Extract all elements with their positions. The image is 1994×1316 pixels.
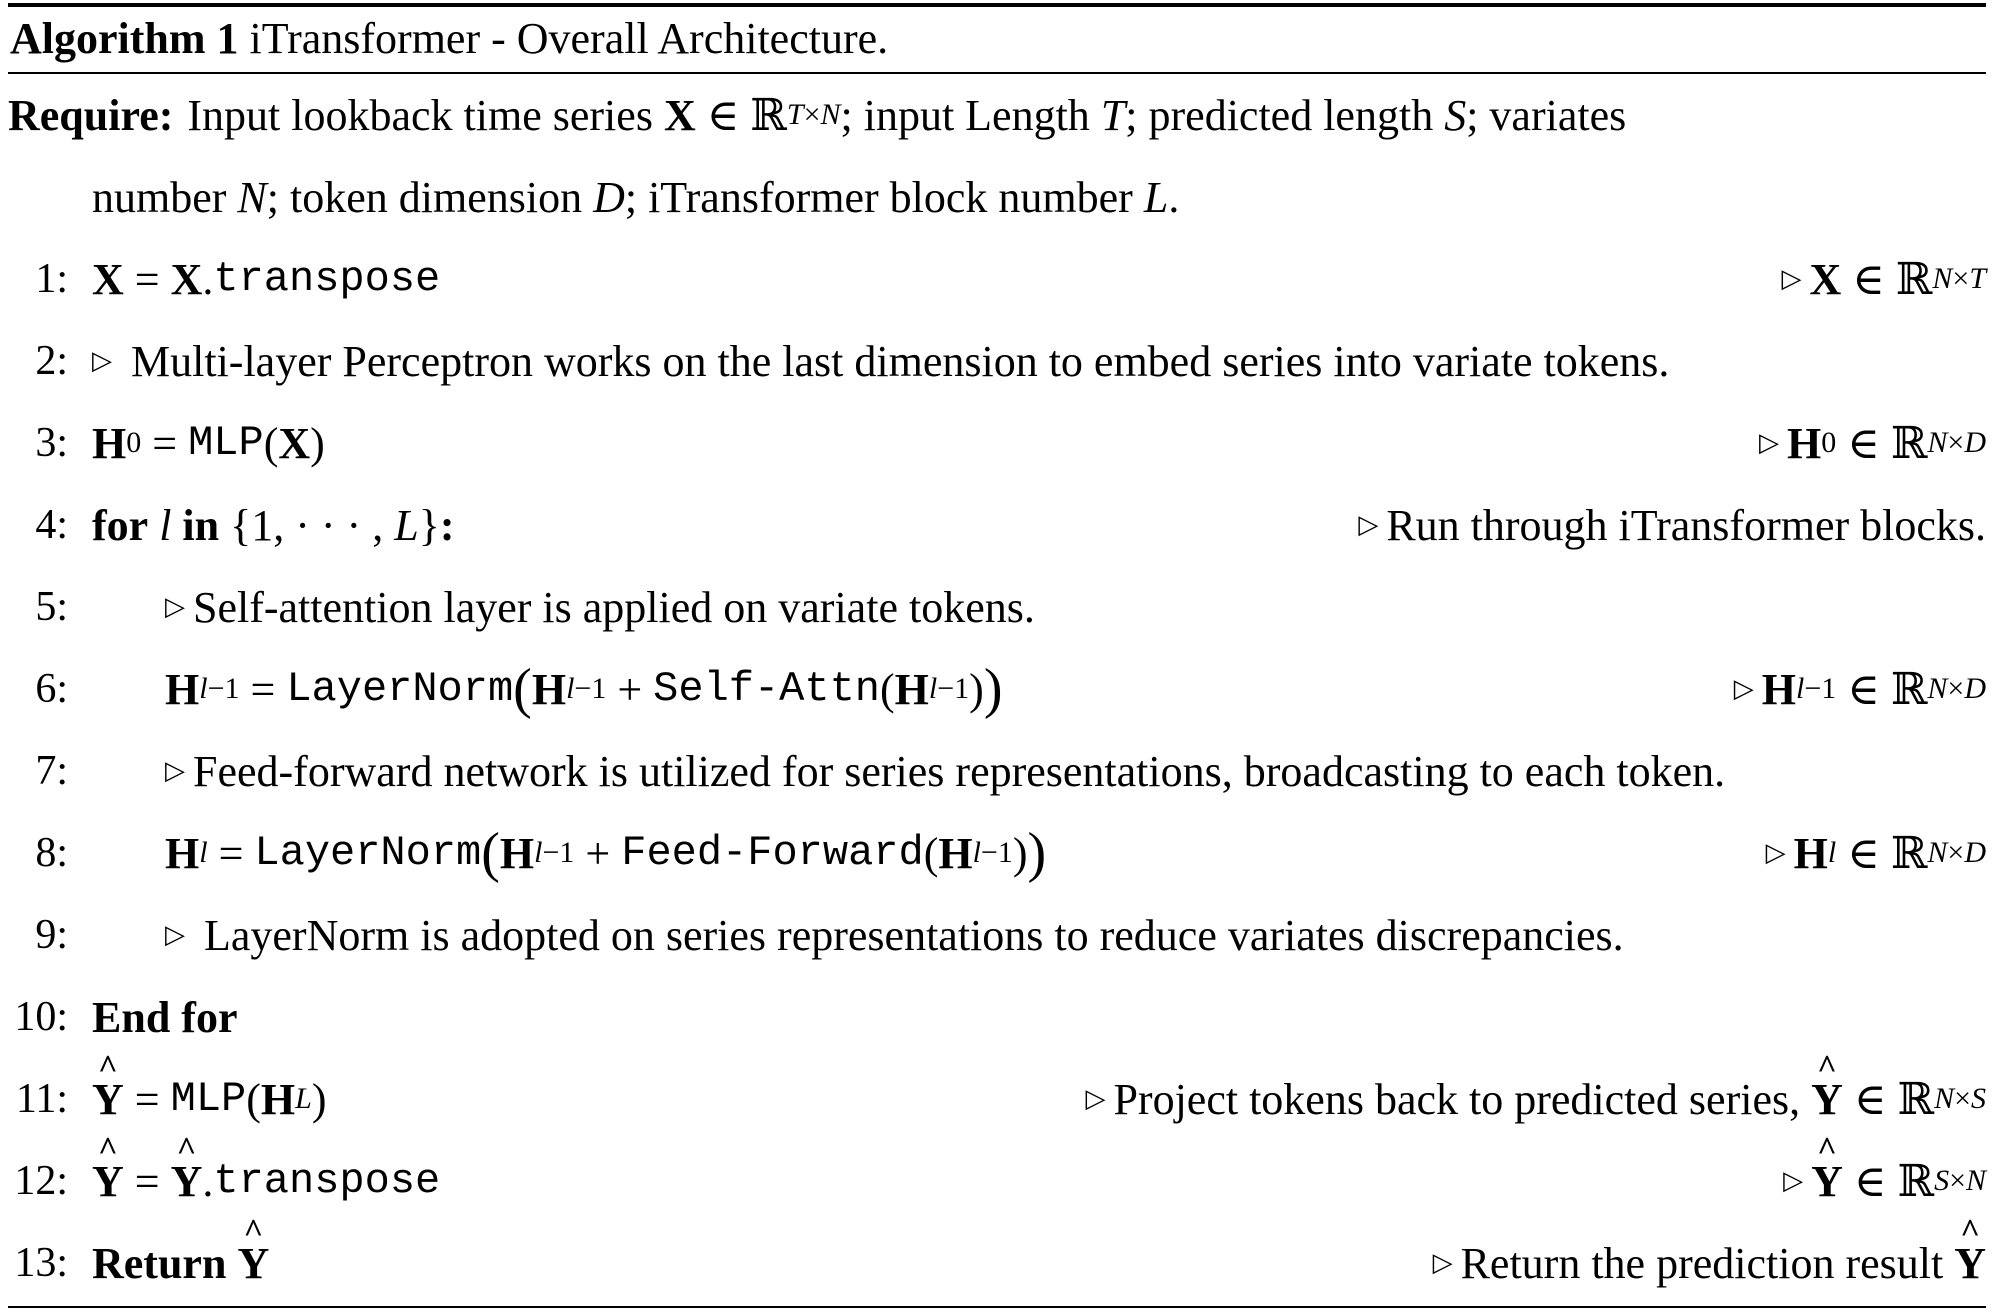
feed-forward-fn: Feed-Forward (621, 829, 924, 877)
line-number: 6: (35, 666, 68, 712)
line-number: 1: (35, 256, 68, 302)
step-4: 4: for l in {1, · · · , L}: ▷Run through… (0, 484, 1994, 566)
line-number: 3: (35, 420, 68, 466)
require-text-4: ; variates (1466, 90, 1627, 140)
require-keyword: Require: (8, 90, 174, 140)
step-2: 2: ▷ Multi-layer Perceptron works on the… (0, 320, 1994, 402)
comment-triangle-icon: ▷ (92, 346, 112, 376)
require-cont-2: ; token dimension (266, 172, 583, 222)
layernorm-fn: LayerNorm (286, 665, 514, 713)
step-12: 12: Y = Y.transpose ▷Y ∈ ℝS×N (0, 1131, 1994, 1222)
end-for-keyword: End for (92, 992, 238, 1042)
transpose-fn: transpose (213, 255, 441, 303)
algorithm-label: Algorithm 1 (10, 13, 239, 63)
step-10: 10: End for (0, 976, 1994, 1058)
require-text-2: ; input Length (840, 90, 1090, 140)
step-11: 11: Y = MLP(HL) ▷Project tokens back to … (0, 1049, 1994, 1140)
require-text-1: Input lookback time series (187, 90, 653, 140)
comment-triangle-icon: ▷ (1765, 838, 1786, 868)
step-13: 13: Return Y ▷Return the prediction resu… (0, 1213, 1994, 1304)
comment-triangle-icon: ▷ (165, 756, 185, 786)
require-cont-4: . (1168, 172, 1180, 222)
step-2-text: Multi-layer Perceptron works on the last… (131, 336, 1670, 386)
line-number: 2: (35, 338, 68, 384)
step-4-comment: ▷Run through iTransformer blocks. (1358, 500, 1986, 550)
comment-triangle-icon: ▷ (1085, 1084, 1106, 1114)
require-text-3: ; predicted length (1125, 90, 1434, 140)
return-keyword: Return (92, 1238, 227, 1288)
require-line-1: Require: Input lookback time series X ∈ … (8, 89, 1627, 141)
comment-triangle-icon: ▷ (165, 592, 185, 622)
step-13-comment: ▷Return the prediction result Y (1432, 1213, 1986, 1304)
comment-triangle-icon: ▷ (1781, 264, 1802, 294)
algorithm-title: Algorithm 1 iTransformer - Overall Archi… (10, 4, 888, 72)
line-number: 12: (14, 1158, 68, 1204)
mlp-fn: MLP (170, 1075, 247, 1123)
comment-triangle-icon: ▷ (1733, 674, 1754, 704)
layernorm-fn: LayerNorm (254, 829, 482, 877)
line-number: 8: (35, 830, 68, 876)
line-number: 5: (35, 584, 68, 630)
algorithm-name: iTransformer - Overall Architecture. (249, 13, 889, 63)
comment-triangle-icon: ▷ (1432, 1248, 1453, 1278)
title-rule (8, 72, 1986, 74)
line-number: 9: (35, 912, 68, 958)
in-keyword: in (182, 500, 220, 550)
step-7: 7: ▷ Feed-forward network is utilized for… (0, 730, 1994, 812)
bottom-rule (8, 1306, 1986, 1308)
comment-triangle-icon: ▷ (1783, 1166, 1804, 1196)
self-attn-fn: Self-Attn (653, 665, 880, 713)
top-rule (8, 3, 1986, 7)
line-number: 13: (14, 1240, 68, 1286)
step-9-text: LayerNorm is adopted on series represent… (204, 910, 1624, 960)
line-number: 4: (35, 502, 68, 548)
require-line-2: number N; token dimension D; iTransforme… (92, 172, 1180, 222)
line-number: 10: (14, 994, 68, 1040)
comment-triangle-icon: ▷ (1759, 428, 1779, 458)
mlp-fn: MLP (188, 419, 264, 467)
require-cont-1: number (92, 172, 227, 222)
step-11-comment: ▷Project tokens back to predicted series… (1085, 1049, 1986, 1140)
for-keyword: for (92, 500, 149, 550)
step-7-text: Feed-forward network is utilized for ser… (193, 746, 1726, 796)
line-number: 7: (35, 748, 68, 794)
step-5: 5: ▷ Self-attention layer is applied on v… (0, 566, 1994, 648)
require-cont-3: ; iTransformer block number (624, 172, 1133, 222)
transpose-fn: transpose (213, 1157, 441, 1205)
comment-triangle-icon: ▷ (1358, 510, 1379, 540)
line-number: 11: (15, 1076, 68, 1122)
step-5-text: Self-attention layer is applied on varia… (193, 582, 1035, 632)
step-9: 9: ▷ LayerNorm is adopted on series repr… (0, 894, 1994, 976)
step-12-comment: ▷Y ∈ ℝS×N (1783, 1131, 1986, 1222)
comment-triangle-icon: ▷ (165, 920, 185, 950)
